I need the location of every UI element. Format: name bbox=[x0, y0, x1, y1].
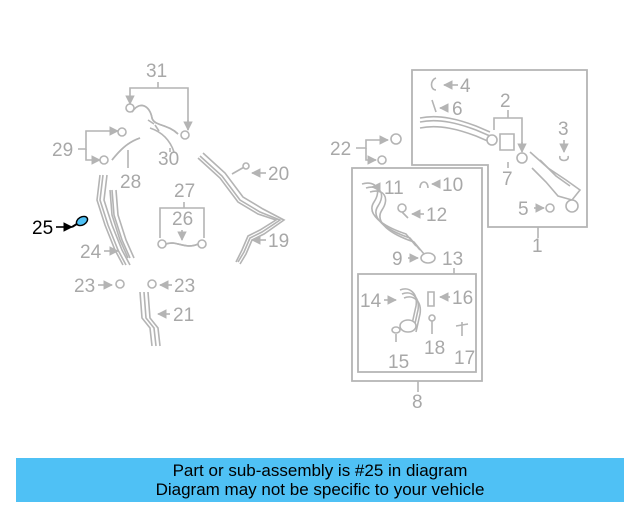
callout-10[interactable]: 10 bbox=[419, 175, 463, 196]
callout-17[interactable]: 17 bbox=[454, 322, 475, 369]
svg-text:10: 10 bbox=[442, 175, 463, 196]
part-26-hose bbox=[157, 239, 207, 249]
svg-text:31: 31 bbox=[146, 61, 167, 82]
svg-text:25: 25 bbox=[32, 218, 53, 239]
svg-text:13: 13 bbox=[442, 249, 463, 270]
part-21-pipe bbox=[139, 291, 161, 347]
callout-26[interactable]: 26 bbox=[172, 209, 193, 241]
svg-text:4: 4 bbox=[460, 76, 471, 97]
callout-21[interactable]: 21 bbox=[157, 305, 194, 326]
callout-19[interactable]: 19 bbox=[251, 231, 289, 252]
callout-4[interactable]: 4 bbox=[430, 76, 472, 97]
part-25-bolt bbox=[71, 215, 89, 228]
svg-text:15: 15 bbox=[388, 352, 409, 373]
callout-9[interactable]: 9 bbox=[392, 249, 436, 270]
callout-18[interactable]: 18 bbox=[424, 314, 445, 359]
callout-20[interactable]: 20 bbox=[231, 162, 289, 185]
svg-text:3: 3 bbox=[558, 119, 569, 140]
banner-line-2: Diagram may not be specific to your vehi… bbox=[155, 480, 485, 499]
callout-30[interactable]: 30 bbox=[149, 127, 179, 170]
svg-text:9: 9 bbox=[392, 249, 403, 270]
callout-11[interactable]: 11 bbox=[371, 178, 404, 199]
callout-29[interactable]: 29 bbox=[52, 126, 127, 165]
part-19-tube bbox=[197, 152, 286, 265]
callout-5[interactable]: 5 bbox=[518, 199, 555, 220]
callout-25-highlighted[interactable]: 25 bbox=[32, 215, 89, 239]
svg-text:2: 2 bbox=[500, 91, 511, 112]
callout-3[interactable]: 3 bbox=[558, 119, 569, 162]
callout-31[interactable]: 31 bbox=[125, 61, 193, 131]
svg-text:5: 5 bbox=[518, 199, 529, 220]
assembly-box-1: 1 bbox=[411, 69, 588, 257]
svg-text:22: 22 bbox=[330, 139, 351, 160]
svg-text:23: 23 bbox=[74, 276, 95, 297]
svg-text:19: 19 bbox=[268, 231, 289, 252]
callout-22[interactable]: 22 bbox=[330, 133, 402, 165]
part-28-hose: 28 bbox=[111, 137, 141, 193]
part-14-15-hose: 15 bbox=[388, 288, 422, 373]
callout-23-right[interactable]: 23 bbox=[147, 276, 195, 297]
svg-text:14: 14 bbox=[360, 291, 382, 312]
callout-12[interactable]: 12 bbox=[397, 203, 447, 226]
svg-text:21: 21 bbox=[173, 305, 194, 326]
info-banner: Part or sub-assembly is #25 in diagram D… bbox=[16, 458, 624, 502]
banner-line-1: Part or sub-assembly is #25 in diagram bbox=[172, 461, 468, 480]
callout-23-left[interactable]: 23 bbox=[74, 276, 125, 297]
svg-text:16: 16 bbox=[452, 288, 473, 309]
callout-2[interactable]: 2 bbox=[493, 91, 527, 153]
svg-text:24: 24 bbox=[80, 242, 102, 263]
callout-14[interactable]: 14 bbox=[360, 291, 397, 312]
part-3-housing bbox=[529, 151, 582, 213]
part-2-fitting bbox=[499, 133, 528, 164]
svg-text:20: 20 bbox=[268, 164, 289, 185]
parts-diagram: 31 29 28 30 bbox=[32, 61, 588, 413]
callout-16[interactable]: 16 bbox=[427, 288, 473, 309]
svg-text:28: 28 bbox=[120, 172, 141, 193]
callout-6[interactable]: 6 bbox=[431, 99, 463, 120]
svg-text:17: 17 bbox=[454, 348, 475, 369]
svg-text:1: 1 bbox=[532, 236, 543, 257]
svg-text:8: 8 bbox=[412, 392, 423, 413]
svg-text:30: 30 bbox=[158, 149, 179, 170]
assembly-box-13: 13 bbox=[357, 249, 477, 373]
part-31-hose bbox=[125, 103, 190, 140]
svg-text:29: 29 bbox=[52, 140, 73, 161]
callout-27[interactable]: 27 bbox=[159, 181, 205, 238]
svg-text:27: 27 bbox=[174, 181, 195, 202]
svg-text:26: 26 bbox=[172, 209, 193, 230]
svg-text:12: 12 bbox=[426, 205, 447, 226]
svg-text:7: 7 bbox=[502, 169, 513, 190]
callout-7[interactable]: 7 bbox=[502, 162, 513, 190]
callout-24[interactable]: 24 bbox=[80, 242, 119, 263]
part-6-hose bbox=[419, 115, 498, 146]
part-24-pipe bbox=[96, 174, 135, 266]
svg-text:18: 18 bbox=[424, 338, 445, 359]
assembly-box-8: 8 bbox=[351, 167, 483, 413]
svg-text:23: 23 bbox=[174, 276, 195, 297]
svg-text:11: 11 bbox=[384, 178, 404, 199]
svg-text:6: 6 bbox=[452, 99, 463, 120]
